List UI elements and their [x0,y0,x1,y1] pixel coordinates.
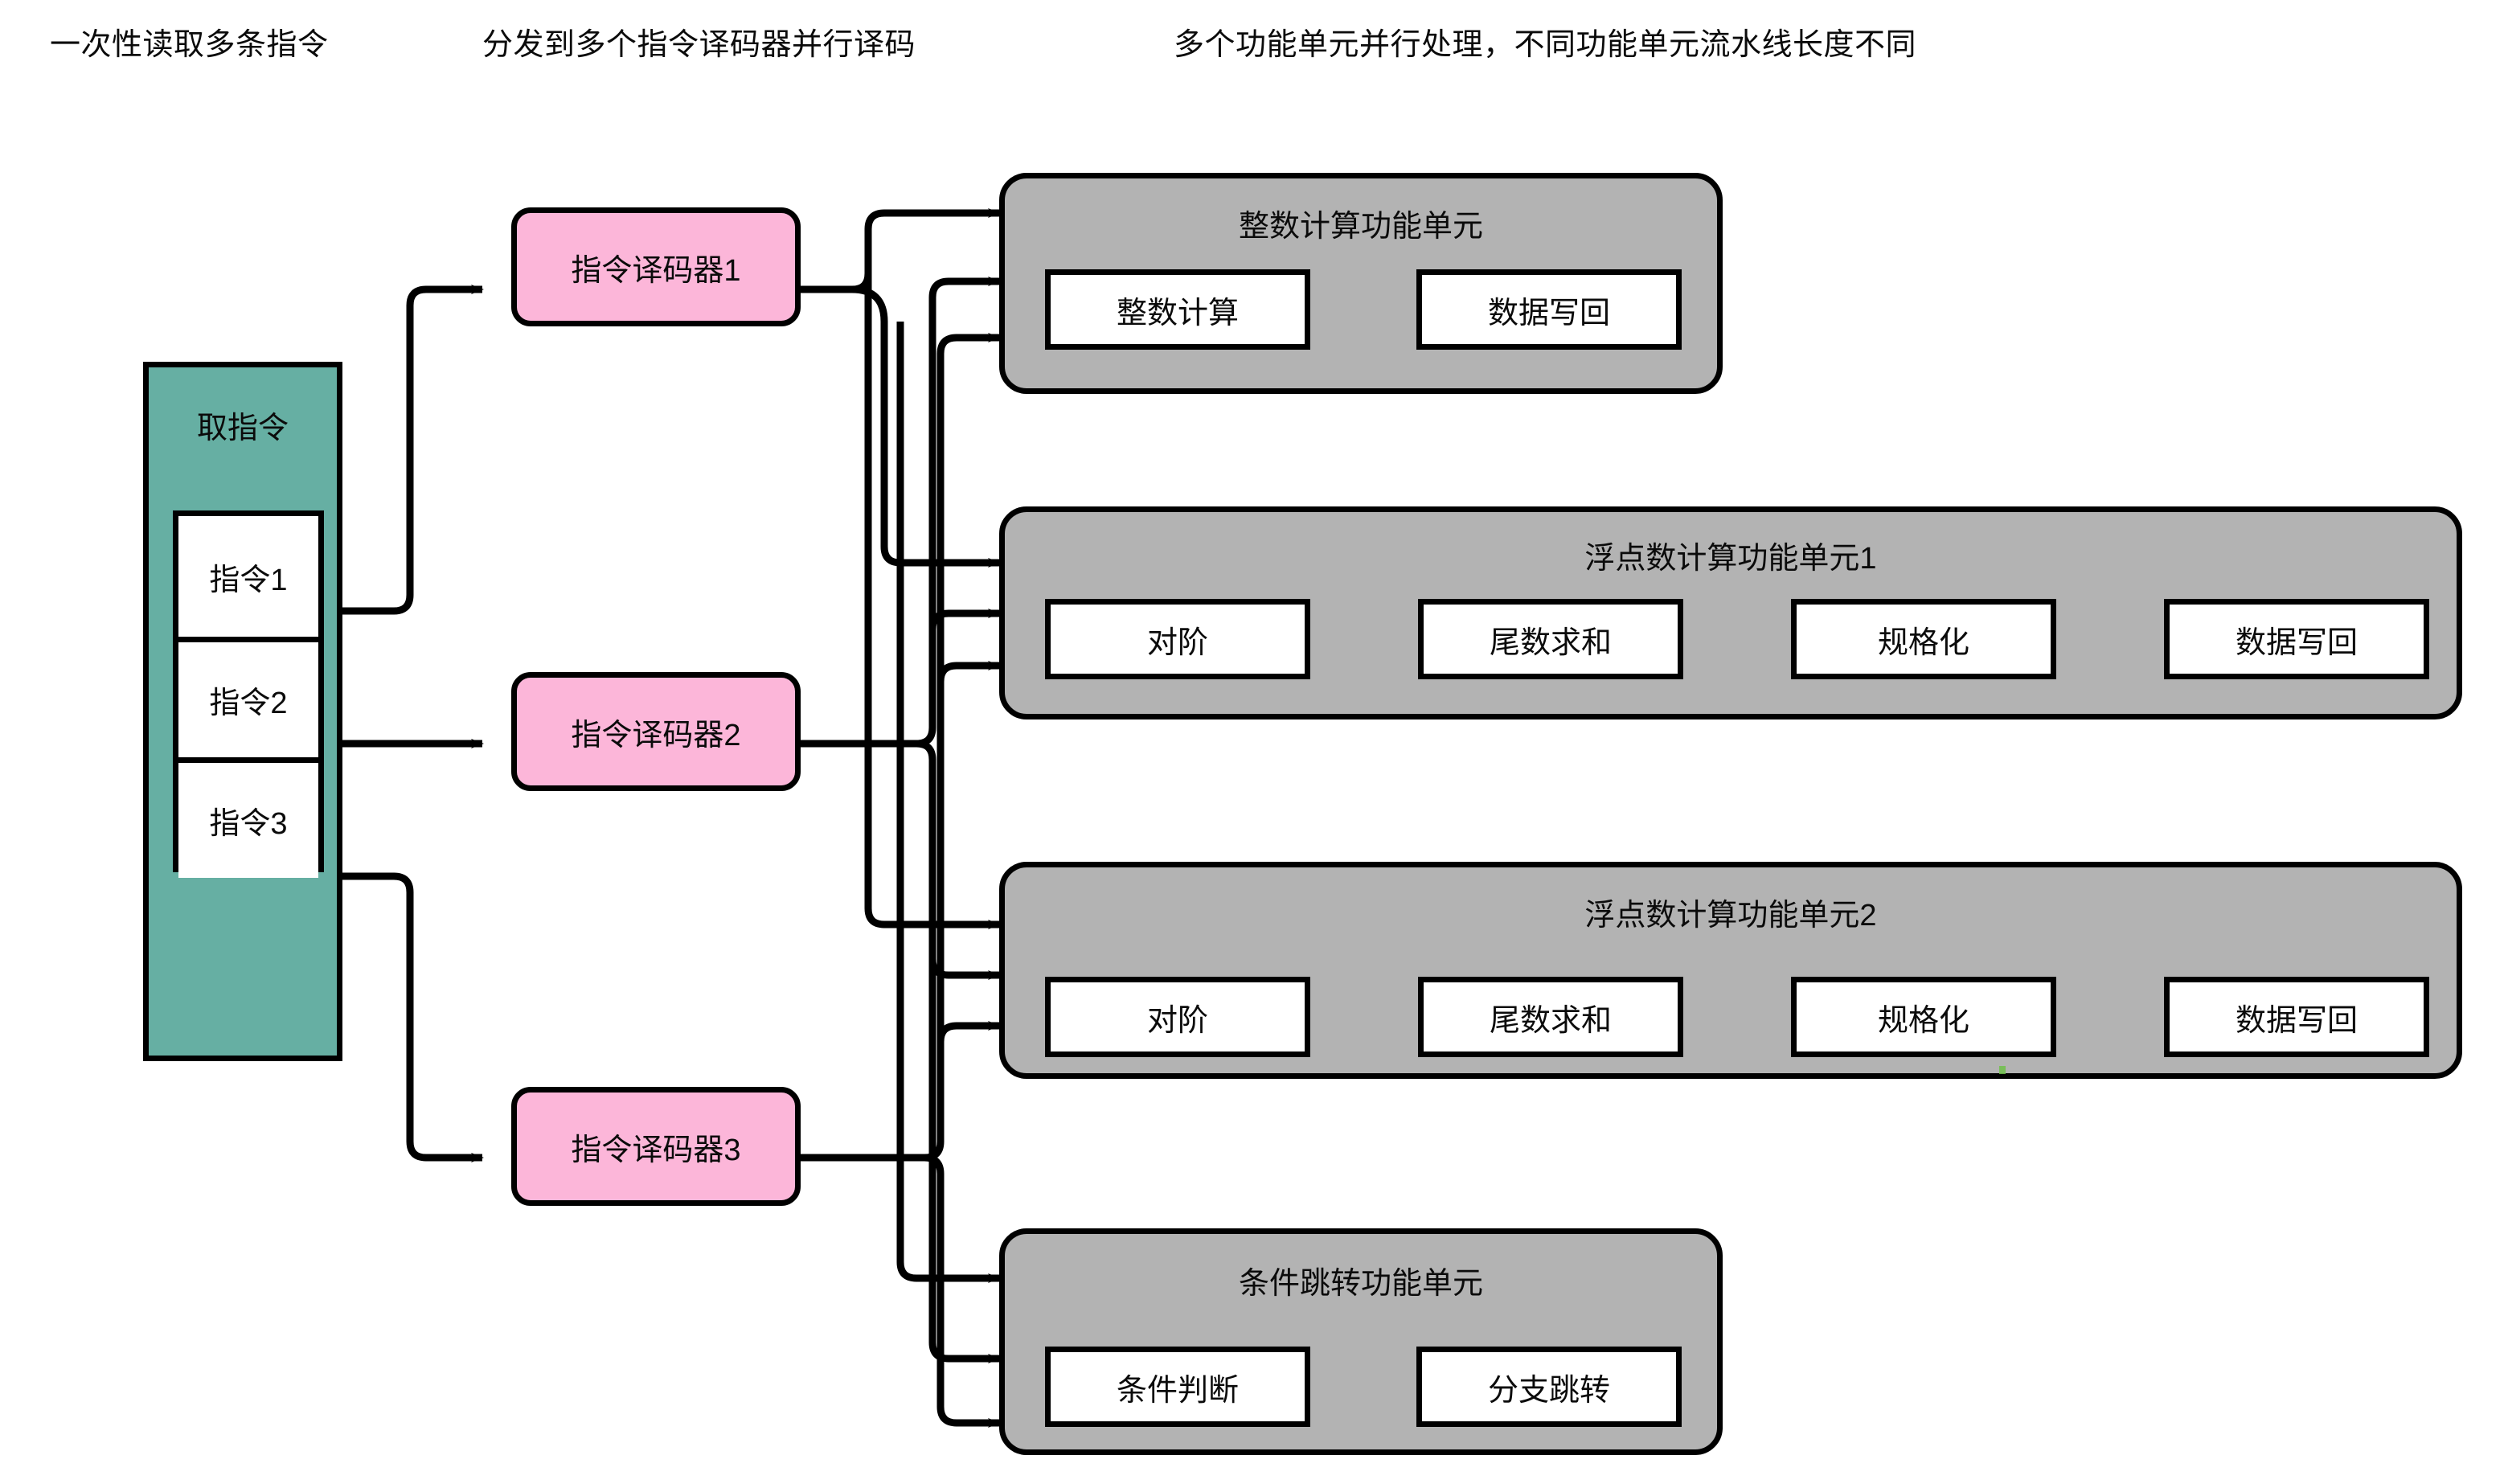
pipeline-stage[interactable]: 分支跳转 [1416,1347,1682,1427]
instruction-decoder-3[interactable]: 指令译码器3 [511,1087,801,1206]
functional-unit-title: 浮点数计算功能单元1 [1584,542,1877,576]
pipeline-stage[interactable]: 尾数求和 [1418,599,1683,679]
pipeline-stage[interactable]: 数据写回 [1416,269,1682,350]
instruction-item[interactable]: 指令3 [178,757,318,878]
functional-unit-float-1: 浮点数计算功能单元1 对阶 尾数求和 规格化 数据写回 [999,506,2462,719]
functional-unit-title: 整数计算功能单元 [1238,210,1483,244]
instruction-item[interactable]: 指令2 [178,637,318,757]
pipeline-stage[interactable]: 规格化 [1791,599,2056,679]
functional-unit-title: 浮点数计算功能单元2 [1584,899,1877,933]
functional-unit-integer: 整数计算功能单元 整数计算 数据写回 [999,173,1723,394]
instruction-decoder-2[interactable]: 指令译码器2 [511,672,801,791]
pipeline-stage[interactable]: 数据写回 [2164,977,2429,1057]
pipeline-stage[interactable]: 条件判断 [1045,1347,1310,1427]
pipeline-stage[interactable]: 尾数求和 [1418,977,1683,1057]
fetch-stage-block: 取指令 指令1 指令2 指令3 [143,362,342,1061]
pipeline-stage[interactable]: 规格化 [1791,977,2056,1057]
caption-execute: 多个功能单元并行处理，不同功能单元流水线长度不同 [1174,28,1917,62]
instruction-queue: 指令1 指令2 指令3 [173,510,324,878]
pipeline-stage[interactable]: 对阶 [1045,599,1310,679]
pipeline-stage[interactable]: 对阶 [1045,977,1310,1057]
functional-unit-title: 条件跳转功能单元 [1238,1267,1483,1301]
pipeline-stage[interactable]: 数据写回 [2164,599,2429,679]
pipeline-stage[interactable]: 整数计算 [1045,269,1310,350]
instruction-decoder-1[interactable]: 指令译码器1 [511,207,801,326]
instruction-item[interactable]: 指令1 [178,516,318,637]
caption-fetch: 一次性读取多条指令 [50,28,329,62]
functional-unit-float-2: 浮点数计算功能单元2 对阶 尾数求和 规格化 数据写回 [999,862,2462,1079]
render-artifact-dot [1999,1066,2006,1074]
caption-decode: 分发到多个指令译码器并行译码 [482,28,916,62]
fetch-stage-title: 取指令 [196,412,289,445]
functional-unit-branch: 条件跳转功能单元 条件判断 分支跳转 [999,1228,1723,1455]
